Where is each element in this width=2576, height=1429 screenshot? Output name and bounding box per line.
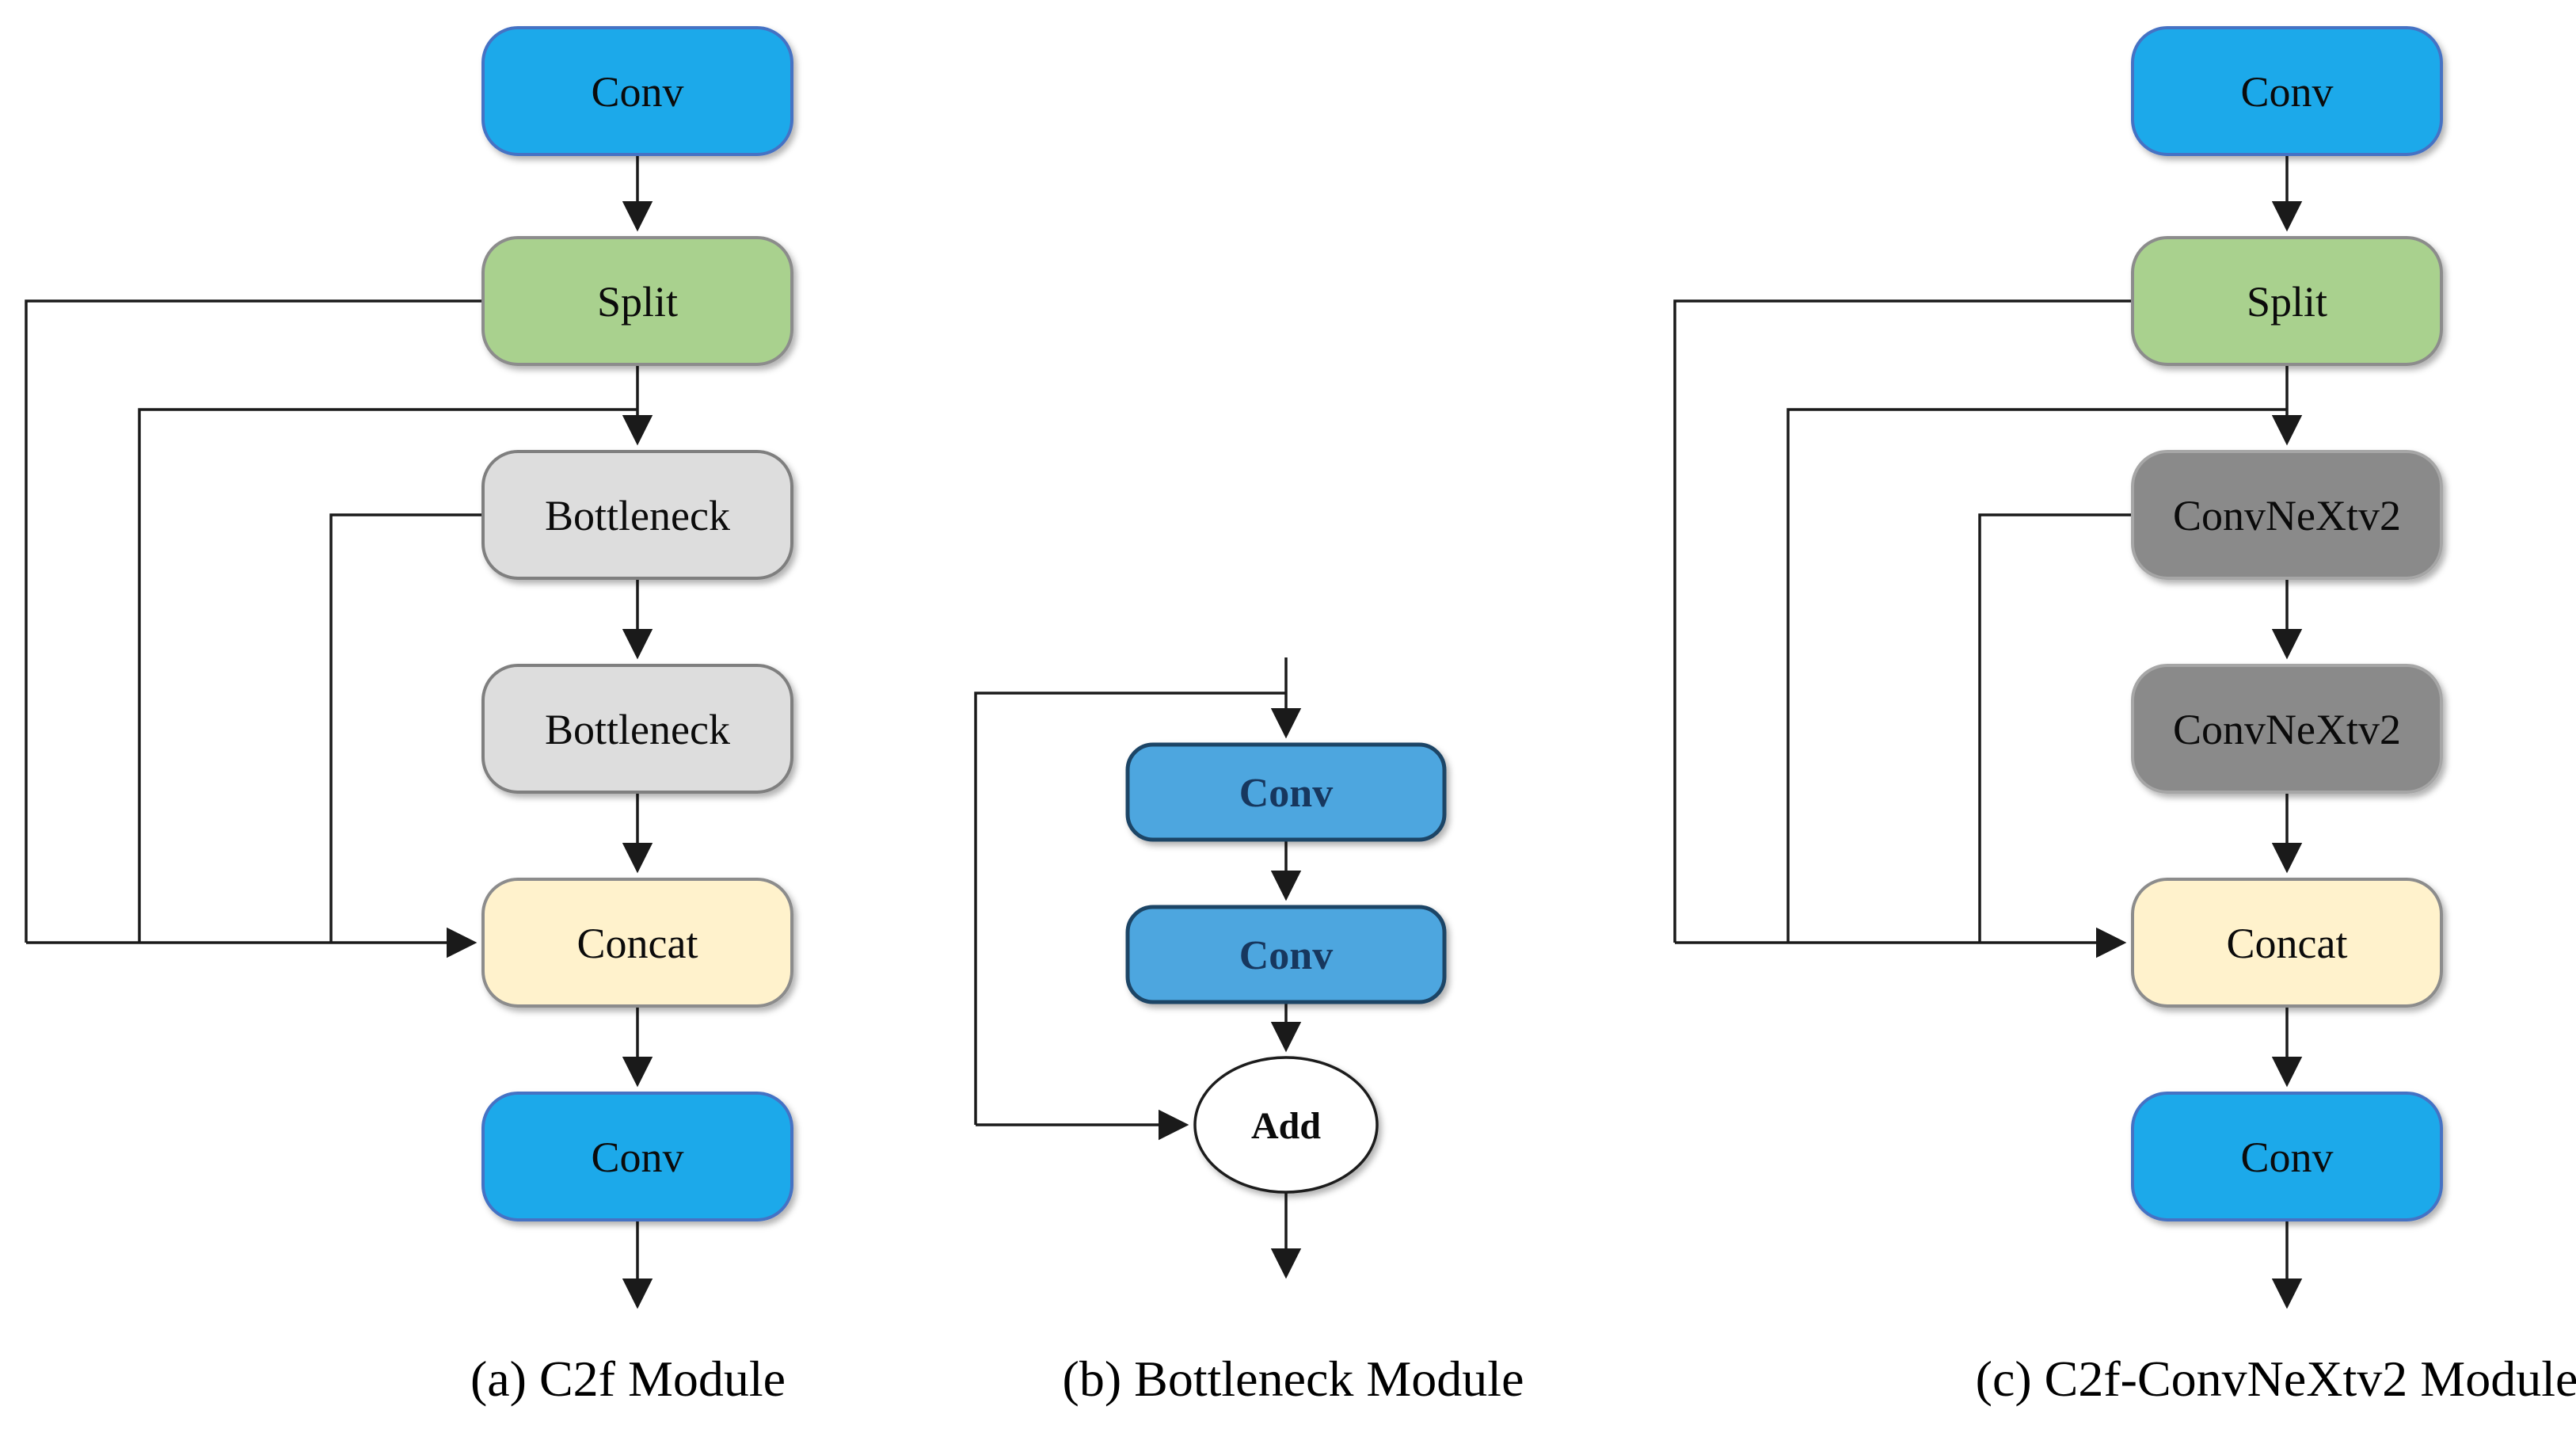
c-convnext2-node [2131, 664, 2443, 794]
c-caption: (c) C2f-ConvNeXtv2 Module [1976, 1351, 2576, 1407]
c-concat-node [2131, 878, 2443, 1008]
b-add-label: Add [1251, 1105, 1321, 1147]
a-conv-top-node [481, 26, 793, 156]
c-convnext1-label: ConvNeXtv2 [2173, 492, 2401, 539]
c-split-node [2131, 236, 2443, 366]
a-split-node [481, 236, 793, 366]
b-conv1-label: Conv [1239, 771, 1333, 816]
b-caption: (b) Bottleneck Module [1063, 1351, 1524, 1407]
c-convnext1-node [2131, 450, 2443, 580]
b-conv2-node [1125, 905, 1447, 1004]
panel-bottleneck-module: Conv Conv Add (b) Bottleneck Module [974, 657, 1524, 1407]
a-bottleneck1-label: Bottleneck [545, 492, 730, 539]
a-conv-bottom-label: Conv [591, 1134, 683, 1181]
c-skip-line-from-split-branch [1786, 408, 2287, 943]
c-convnext2-label: ConvNeXtv2 [2173, 706, 2401, 753]
panel-c2f-convnextv2-module: Conv Split ConvNeXtv2 ConvNeXtv2 Concat … [1673, 26, 2576, 1407]
c-conv-top-node [2131, 26, 2443, 156]
c-conv-bottom-node [2131, 1092, 2443, 1221]
panel-c2f-module: Conv Split Bottleneck Bottleneck Concat … [25, 26, 793, 1407]
c-skip-line-from-convnext1 [1978, 513, 2133, 943]
a-skip-line-from-split-branch [138, 408, 637, 943]
a-skip-line-from-split [25, 299, 483, 943]
c-conv-bottom-label: Conv [2240, 1134, 2333, 1181]
a-concat-node [481, 878, 793, 1008]
a-bottleneck2-node [481, 664, 793, 794]
b-add-node [1193, 1056, 1379, 1194]
a-conv-bottom-node [481, 1092, 793, 1221]
c-concat-label: Concat [2227, 920, 2348, 967]
a-caption: (a) C2f Module [470, 1351, 786, 1407]
a-split-label: Split [597, 278, 678, 326]
b-conv1-node [1125, 742, 1447, 842]
b-skip-line [974, 692, 1286, 1125]
c-skip-line-from-split [1673, 299, 2133, 943]
b-conv2-label: Conv [1239, 933, 1333, 978]
a-bottleneck2-label: Bottleneck [545, 706, 730, 753]
c-split-label: Split [2247, 278, 2327, 326]
a-conv-top-label: Conv [591, 68, 683, 116]
a-skip-line-from-bottleneck1 [329, 513, 483, 943]
c-conv-top-label: Conv [2240, 68, 2333, 116]
a-bottleneck1-node [481, 450, 793, 580]
a-concat-label: Concat [577, 920, 698, 967]
